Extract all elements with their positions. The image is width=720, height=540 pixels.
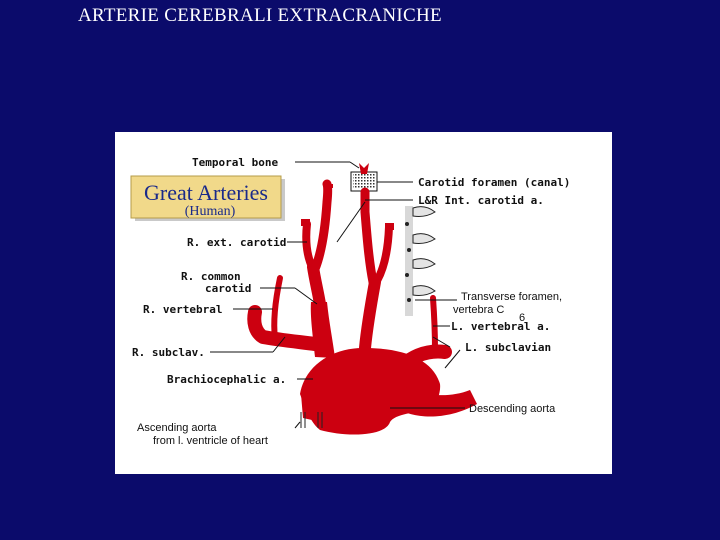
slide-title: ARTERIE CEREBRALI EXTRACRANICHE (78, 5, 442, 26)
l-common-carotid-artery (359, 276, 381, 354)
label-r-subclav: R. subclav. (132, 346, 205, 359)
r-int-carotid-artery (310, 179, 333, 274)
label-transverse-foramen-subscript: 6 (519, 312, 525, 324)
r-vertebral-artery (271, 275, 283, 341)
labels: Temporal bone Carotid foramen (canal) L&… (132, 156, 570, 447)
artery-tree (247, 179, 477, 435)
label-ascending-aorta-line2: from l. ventricle of heart (153, 435, 268, 447)
temporal-bone-icon (350, 163, 378, 192)
r-subclavian-artery (247, 305, 322, 351)
ascending-aorta (301, 394, 325, 422)
r-ext-carotid-artery (302, 220, 317, 273)
label-r-ext-carotid: R. ext. carotid (187, 236, 286, 249)
label-r-vertebral: R. vertebral (143, 303, 222, 316)
vertebrae-icon (405, 206, 436, 316)
label-brachiocephalic: Brachiocephalic a. (167, 373, 286, 386)
l-vertebral-artery (430, 295, 438, 353)
label-ascending-aorta-line1: Ascending aorta (137, 422, 217, 434)
label-transverse-foramen-line1: Transverse foramen, (461, 291, 562, 303)
label-temporal-bone: Temporal bone (192, 156, 278, 169)
badge-subtitle: (Human) (185, 204, 236, 219)
great-arteries-badge: Great Arteries (Human) (130, 175, 285, 221)
great-arteries-diagram: Great Arteries (Human) (115, 132, 612, 474)
badge-title: Great Arteries (144, 180, 268, 205)
l-subclavian-artery (393, 344, 452, 374)
label-r-common-carotid-line1: R. common (181, 270, 241, 283)
leader-lines (210, 161, 465, 429)
label-r-common-carotid-line2: carotid (205, 282, 251, 295)
arteries-illustration: Great Arteries (Human) (130, 156, 570, 447)
label-transverse-foramen-line2: vertebra C (453, 304, 504, 316)
l-ext-carotid-artery (371, 223, 393, 288)
label-descending-aorta: Descending aorta (469, 403, 556, 415)
label-l-vertebral: L. vertebral a. (451, 320, 550, 333)
label-int-carotid: L&R Int. carotid a. (418, 194, 544, 207)
l-int-carotid-artery (360, 187, 378, 287)
label-carotid-foramen: Carotid foramen (canal) (418, 176, 570, 189)
label-l-subclavian: L. subclavian (465, 341, 551, 354)
